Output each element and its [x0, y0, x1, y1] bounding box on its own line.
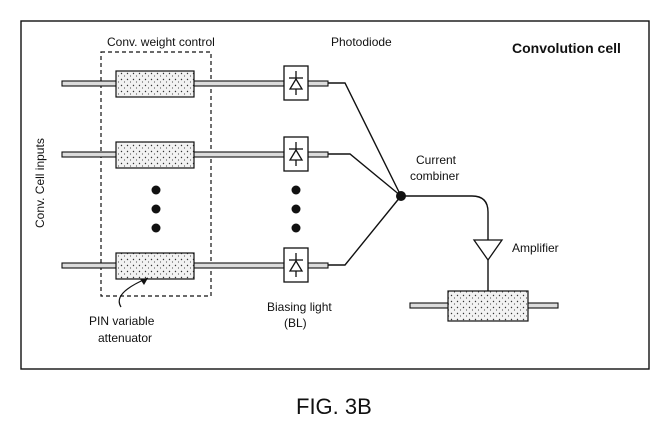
pin-label-line1: PIN variable — [89, 314, 155, 328]
input-row-2 — [61, 141, 329, 169]
combiner-label-line1: Current — [416, 153, 457, 167]
cell-title: Convolution cell — [512, 40, 621, 56]
wire-row-1 — [328, 82, 402, 197]
weight-control-box — [100, 51, 212, 297]
row-ellipsis-dots — [151, 185, 161, 233]
biasing-label-line2: (BL) — [284, 316, 307, 330]
photodiode-icon — [283, 136, 309, 172]
input-row-1 — [61, 70, 329, 98]
wire-to-amplifier — [401, 195, 489, 240]
photodiode-label: Photodiode — [331, 35, 392, 49]
biasing-label-line1: Biasing light — [267, 300, 332, 314]
outer-frame — [20, 20, 650, 370]
photodiode-ellipsis-dots — [291, 185, 301, 233]
pin-pointer-arrow — [118, 277, 149, 308]
inputs-label: Conv. Cell inputs — [33, 138, 47, 228]
weight-control-label: Conv. weight control — [107, 35, 215, 49]
amplifier-label: Amplifier — [512, 241, 559, 255]
amplifier-icon — [472, 239, 504, 262]
wire-row-3 — [328, 195, 402, 266]
figure-caption: FIG. 3B — [296, 394, 372, 419]
pin-label-line2: attenuator — [98, 331, 152, 345]
photodiode-icon — [283, 65, 309, 101]
photodiode-icon — [283, 247, 309, 283]
combiner-label-line2: combiner — [410, 169, 459, 183]
output-row — [409, 290, 559, 322]
wire-row-2 — [328, 153, 402, 197]
